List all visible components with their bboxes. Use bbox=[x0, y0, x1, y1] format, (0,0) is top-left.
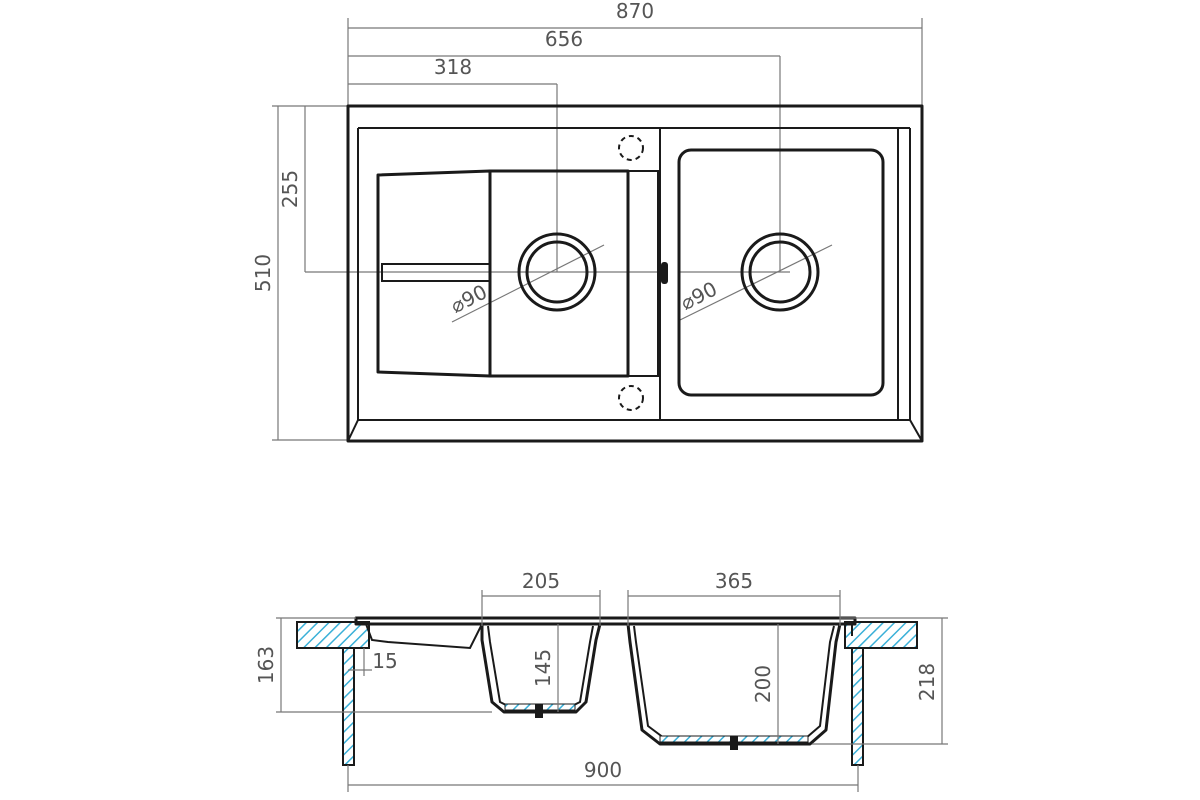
tap-hole-upper bbox=[618, 135, 644, 161]
small-bowl bbox=[488, 169, 630, 378]
side-view-dimension-lines bbox=[276, 590, 948, 792]
drain-large-bowl bbox=[740, 232, 820, 312]
cabinet-wall-right bbox=[851, 647, 864, 766]
dim-large-bowl-depth: 200 bbox=[751, 665, 775, 703]
large-bowl bbox=[677, 148, 885, 397]
dim-rim-offset: 15 bbox=[372, 649, 397, 673]
overflow-marker bbox=[661, 262, 668, 284]
drain-small-bowl bbox=[517, 232, 597, 312]
sink-profile bbox=[354, 616, 857, 750]
countertop-right bbox=[844, 621, 918, 649]
dim-overall-depth: 510 bbox=[251, 254, 275, 292]
dim-total-height: 218 bbox=[915, 663, 939, 701]
dim-overall-width: 870 bbox=[616, 0, 654, 23]
cabinet-wall-left bbox=[342, 647, 355, 766]
tap-hole-lower bbox=[618, 385, 644, 411]
dim-small-bowl-width: 205 bbox=[522, 569, 560, 593]
dim-to-first-drain: 318 bbox=[434, 55, 472, 79]
countertop-left bbox=[296, 621, 370, 649]
dim-cutout-width: 900 bbox=[584, 758, 622, 782]
side-view: 205 365 163 15 145 200 218 900 bbox=[254, 569, 948, 792]
dim-drain-right-diameter: ⌀90 bbox=[677, 277, 721, 315]
dim-overall-height: 163 bbox=[254, 646, 278, 684]
dim-to-drain-depth: 255 bbox=[278, 170, 302, 208]
dim-to-second-drain: 656 bbox=[545, 27, 583, 51]
drainboard-area bbox=[376, 169, 492, 378]
dim-small-bowl-depth: 145 bbox=[531, 649, 555, 687]
dim-large-bowl-width: 365 bbox=[715, 569, 753, 593]
top-view: 870 656 318 510 255 ⌀90 ⌀90 bbox=[251, 0, 924, 443]
sink-outer-rim bbox=[346, 104, 924, 443]
dim-drain-left-diameter: ⌀90 bbox=[447, 280, 491, 318]
